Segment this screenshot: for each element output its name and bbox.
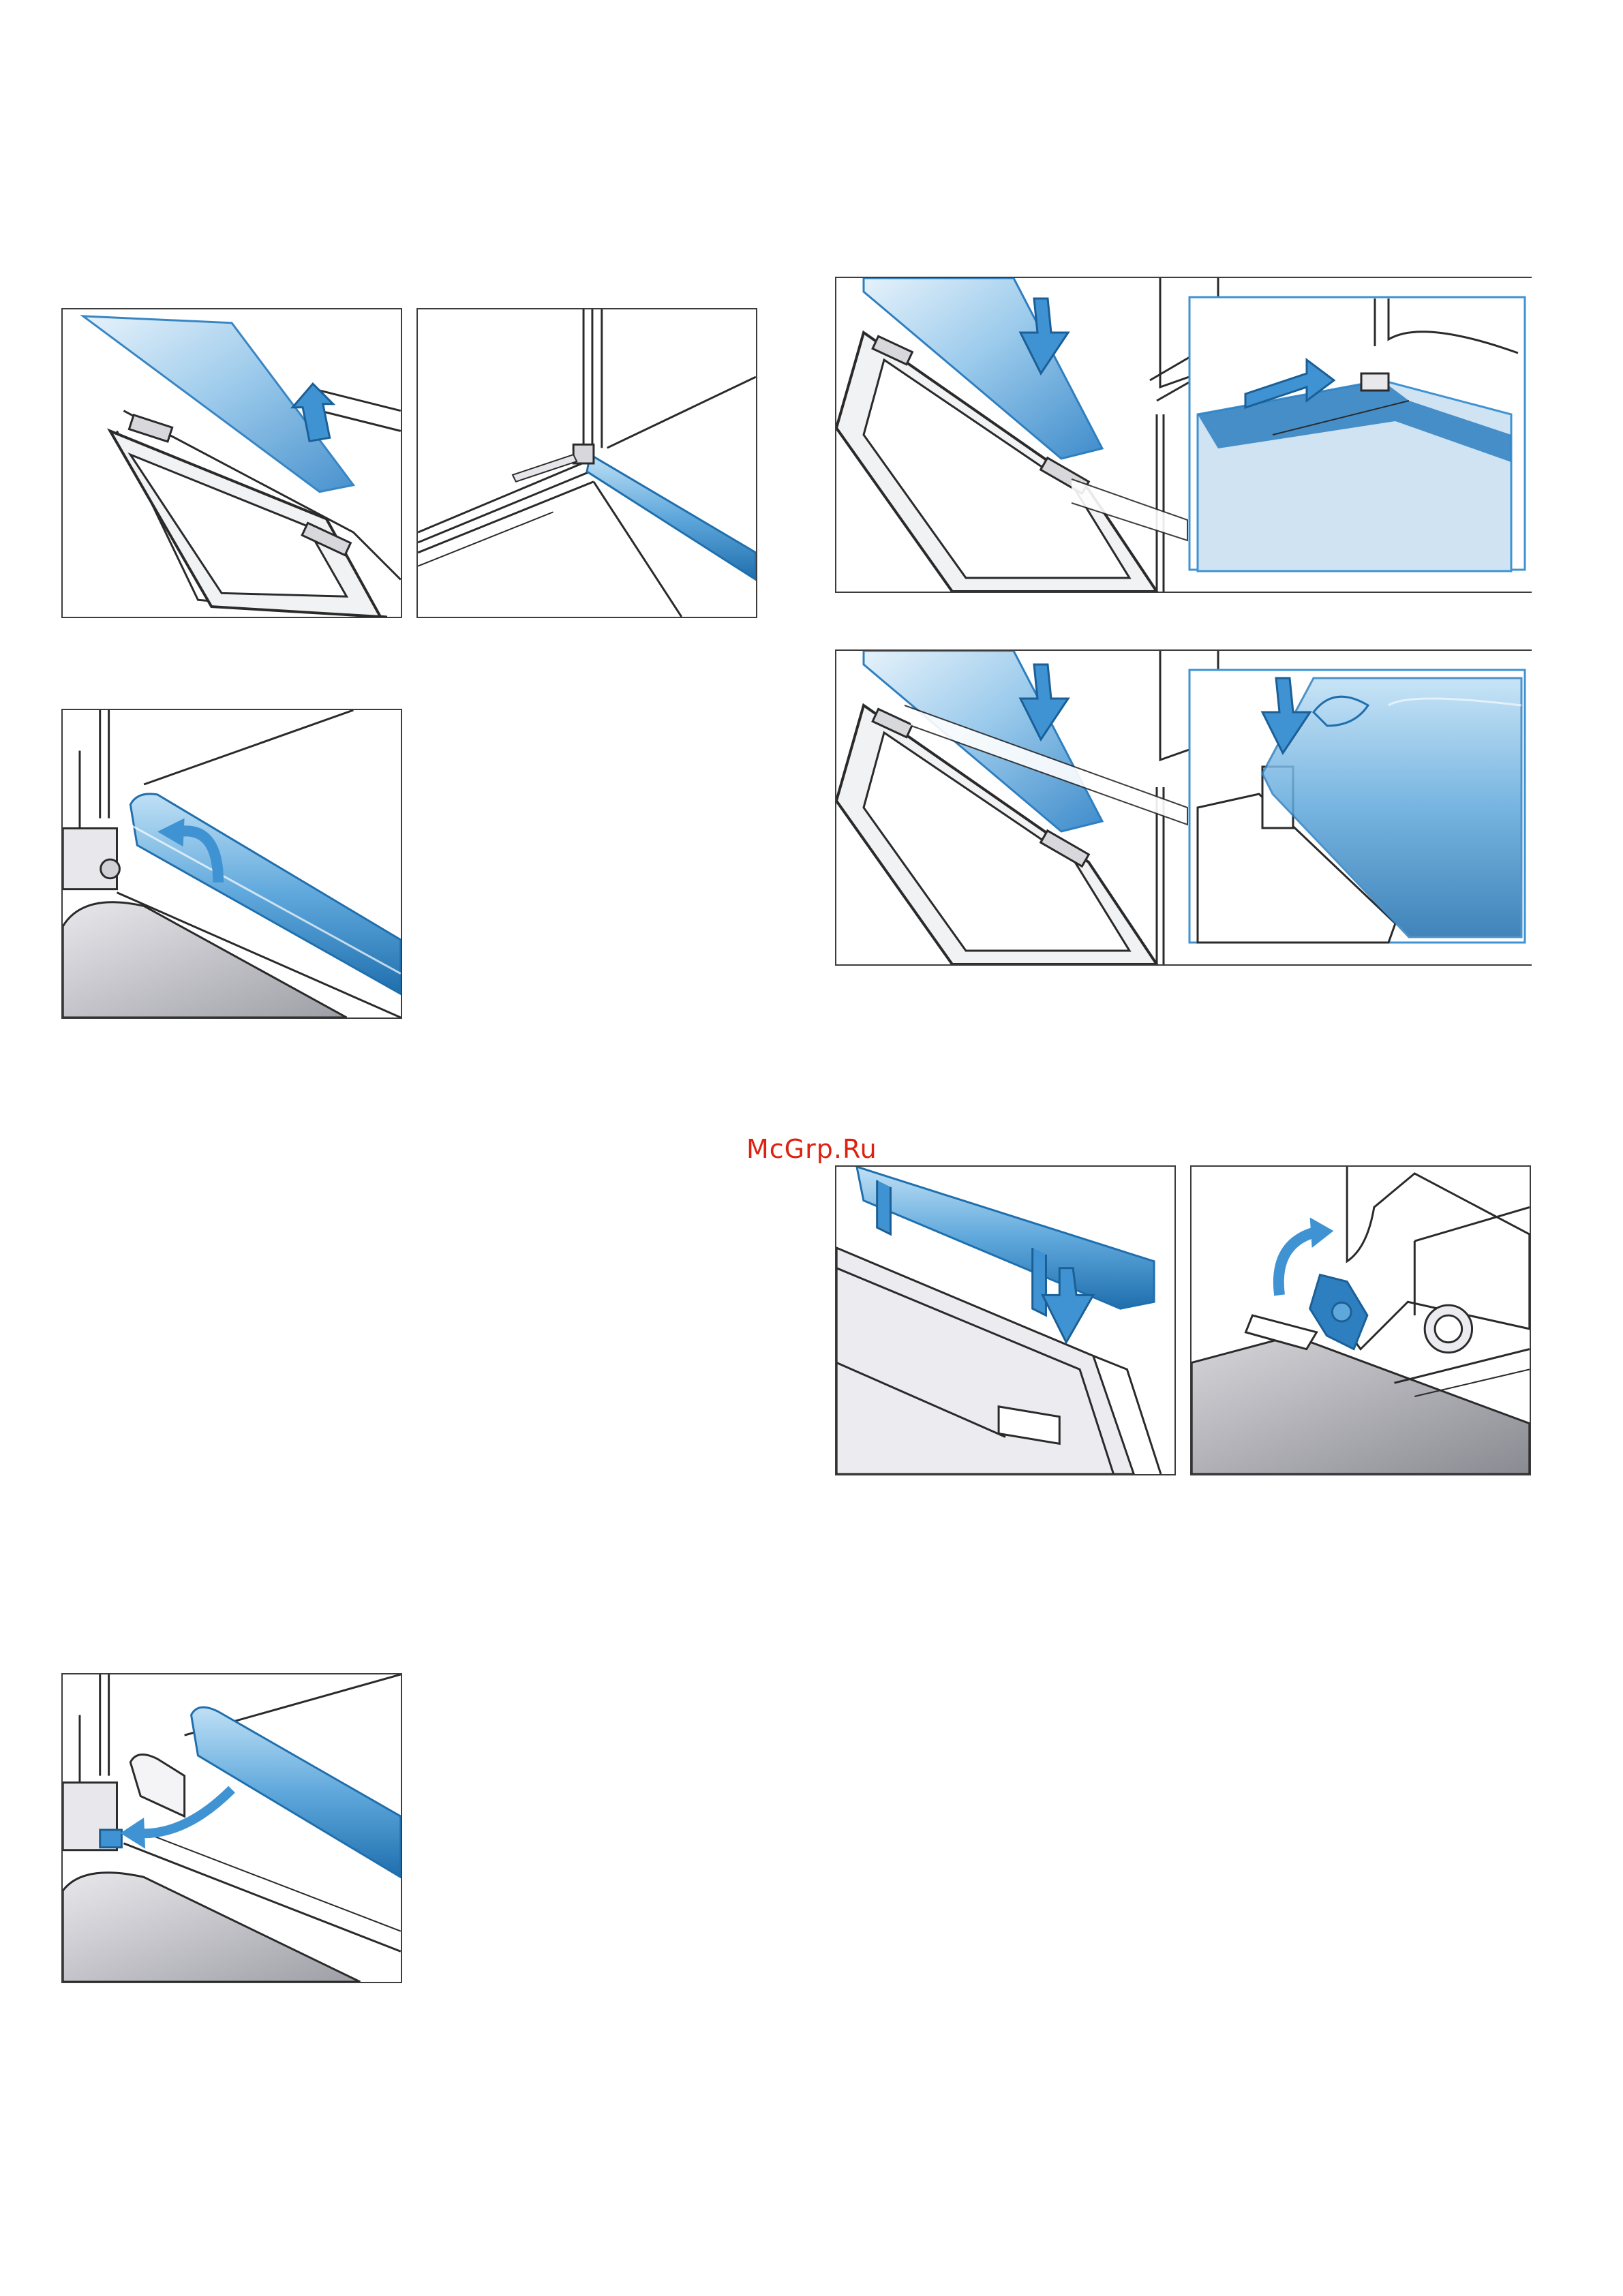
figure-5 xyxy=(835,277,1532,593)
figure-4 xyxy=(61,1673,402,1983)
figure-1 xyxy=(61,308,402,618)
figure-6-drawing xyxy=(836,651,1532,964)
figure-3-drawing xyxy=(63,710,401,1017)
figure-5-drawing xyxy=(836,278,1532,592)
figure-7 xyxy=(835,1165,1176,1475)
watermark-text: McGrp.Ru xyxy=(746,1134,877,1164)
figure-8 xyxy=(1190,1165,1531,1475)
figure-7-drawing xyxy=(836,1167,1174,1474)
curved-arrow-icon xyxy=(1310,1217,1334,1248)
figure-2 xyxy=(416,308,757,618)
figure-8-drawing xyxy=(1192,1167,1530,1474)
figure-6 xyxy=(835,649,1532,966)
figure-2-drawing xyxy=(418,309,756,617)
figure-1-drawing xyxy=(63,309,401,617)
figure-4-drawing xyxy=(63,1674,401,1982)
figure-3 xyxy=(61,709,402,1019)
